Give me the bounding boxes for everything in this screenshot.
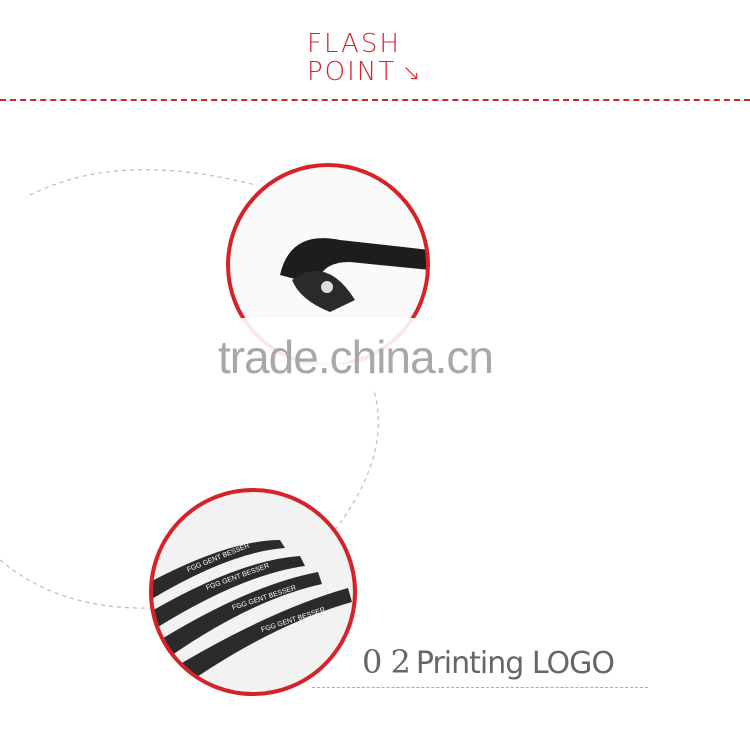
zoom-circle-logos: FGG GENT BESSER FGG GENT BESSER FGG GENT… xyxy=(151,490,355,694)
title-line-1: FLASH xyxy=(307,29,401,59)
watermark: trade.china.cn xyxy=(218,331,494,383)
title-line-2: POINT xyxy=(307,57,397,87)
feature-label: Printing LOGO xyxy=(415,646,615,681)
header-divider xyxy=(0,99,750,101)
caption-divider xyxy=(312,687,648,688)
flash-point-title: FLASH POINT↘ xyxy=(307,30,423,88)
dashed-guide-curves xyxy=(0,169,379,609)
arrow-down-right-icon: ↘ xyxy=(402,61,423,86)
feature-number: 0 2 xyxy=(362,643,411,681)
